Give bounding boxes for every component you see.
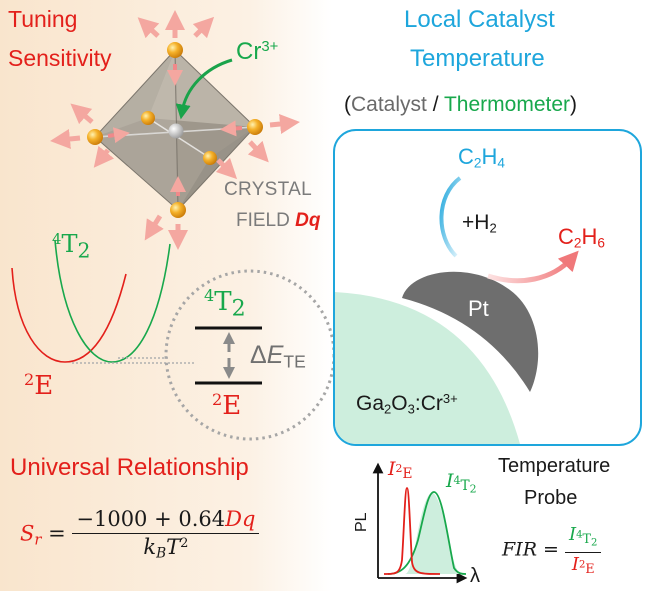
catalyst-thermometer-subtitle: (Catalyst / Thermometer) [344, 93, 578, 116]
cr-ion-label: Cr3+ [236, 40, 278, 64]
delta-e-label: ΔETE [250, 341, 306, 372]
fir-denominator: I2E [571, 553, 595, 576]
pl-spectrum [372, 462, 468, 584]
cr-pointer-arrow [175, 58, 233, 120]
field-label: FIELD Dq [236, 211, 320, 230]
pt-particle [402, 271, 539, 392]
probe-title-line2: Probe [524, 487, 578, 509]
crystal-label: CRYSTAL [224, 179, 312, 200]
ethane-label: C2H6 [558, 224, 605, 251]
right-title-line2: Temperature [410, 45, 545, 72]
tuning-title-line1: Tuning [8, 6, 78, 32]
t2-level-label: 4T2 [204, 286, 246, 322]
e-peak-line [383, 487, 441, 575]
t2-curve-label: 4T2 [52, 230, 91, 263]
dq-label: Dq [295, 210, 321, 231]
cr-ion-sphere [168, 123, 184, 139]
universal-relationship-title: Universal Relationship [10, 454, 249, 481]
tuning-title-line2: Sensitivity [8, 45, 112, 71]
hydrogen-label: +H2 [462, 211, 497, 236]
cr-ion-symbol: Cr [236, 38, 262, 66]
right-title-line1: Local Catalyst [404, 6, 555, 33]
t2-band-fill [405, 492, 462, 574]
probe-title-line1: Temperature [498, 455, 611, 477]
pt-label: Pt [468, 296, 489, 321]
lambda-axis-label: λ [470, 565, 480, 587]
e-curve-label: 2E [24, 370, 54, 401]
support-particle [335, 292, 520, 444]
octahedron-icon [50, 10, 300, 250]
t2-intensity-label: I4T2 [446, 470, 477, 497]
field-word: FIELD [236, 210, 290, 231]
cr-ion-charge: 3+ [261, 39, 279, 55]
e-intensity-label: I2E [388, 458, 413, 483]
ethylene-label: C2H4 [458, 144, 505, 171]
fir-numerator: I4T2 [565, 526, 602, 553]
adsorption-arc [439, 176, 462, 258]
pl-axis-label: PL [353, 512, 370, 532]
formula-denominator: kBT2 [143, 535, 189, 562]
ground-state-parabola [11, 267, 127, 363]
e-level-label: 2E [212, 390, 242, 421]
product-arrow [487, 250, 579, 284]
support-label: Ga2O3:Cr3+ [356, 391, 458, 417]
formula-numerator: −1000 + 0.64Dq [72, 509, 260, 534]
excited-state-parabola [54, 239, 171, 363]
